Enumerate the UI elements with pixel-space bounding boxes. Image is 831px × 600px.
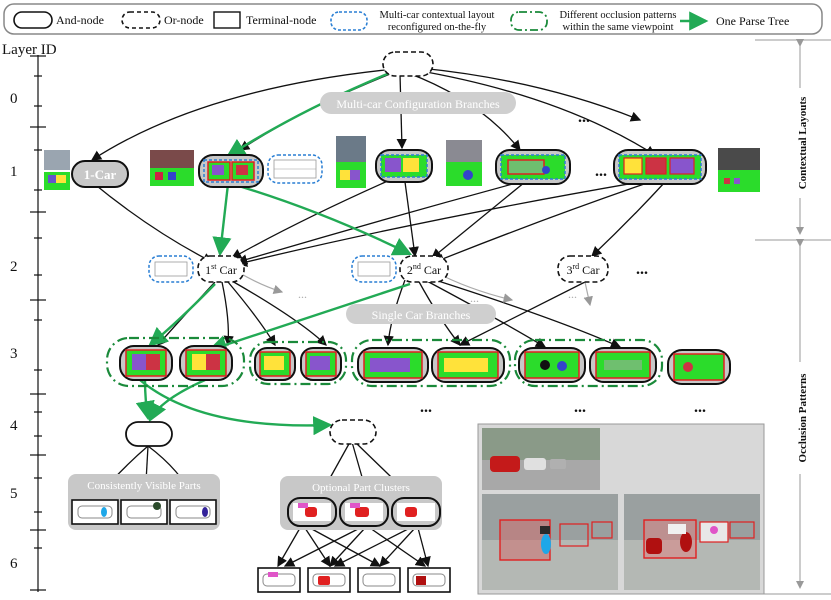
car-photo-thumb bbox=[44, 150, 70, 170]
layer-3-ellipsis-3: ... bbox=[694, 399, 706, 416]
faint-ellipsis-2: ... bbox=[470, 291, 479, 305]
third-car-or-node bbox=[557, 255, 609, 283]
or-node-legend-icon bbox=[121, 11, 161, 29]
car-photo-thumb bbox=[336, 136, 366, 162]
multi-car-legend-icon bbox=[330, 11, 368, 31]
faint-ellipsis-3: ... bbox=[568, 287, 577, 301]
side-brackets: Contextual Layouts Occlusion Patterns bbox=[755, 39, 831, 595]
layer-1-ellipsis: ... bbox=[595, 163, 607, 180]
layer-4-label: 4 bbox=[10, 418, 18, 434]
terminal-node bbox=[407, 567, 451, 593]
legend-multi-car-line1: Multi-car contextual layout bbox=[380, 10, 495, 21]
occlusion-legend-icon bbox=[510, 11, 548, 31]
layer-3-label: 3 bbox=[10, 346, 18, 362]
layer-1-label: 1 bbox=[10, 164, 18, 180]
second-car-or-node bbox=[399, 255, 449, 283]
second-car-label: 2nd Car bbox=[407, 262, 441, 277]
layer-0-ellipsis: ... bbox=[578, 109, 590, 126]
legend-and-node: And-node bbox=[56, 13, 104, 27]
terminal-node bbox=[357, 567, 401, 593]
layer-1-nodes: 1-Car ... . bbox=[44, 109, 760, 192]
legend-multi-car-line2: reconfigured on-the-fly bbox=[388, 22, 487, 33]
layer-2-label: 2 bbox=[10, 259, 18, 275]
visible-part-terminal bbox=[169, 499, 217, 525]
legend-or-node: Or-node bbox=[164, 13, 204, 27]
legend-occlusion-line2: within the same viewpoint bbox=[562, 22, 673, 33]
one-car-node bbox=[71, 160, 129, 188]
layer-axis-title: Layer ID bbox=[2, 42, 57, 58]
layout-sketch bbox=[148, 255, 194, 283]
one-car-label: 1-Car bbox=[84, 167, 117, 182]
legend: And-node Or-node Terminal-node Multi-car… bbox=[3, 3, 823, 35]
single-car-branches-label: Single Car Branches bbox=[372, 308, 471, 322]
visible-parts-label: Consistently Visible Parts bbox=[87, 480, 200, 492]
occlusion-patterns-label: Occlusion Patterns bbox=[797, 373, 809, 463]
visible-part-terminal bbox=[71, 499, 119, 525]
first-car-or-node bbox=[197, 255, 245, 283]
layer-0-label: 0 bbox=[10, 91, 18, 107]
terminal-node bbox=[257, 567, 301, 593]
legend-parse-tree: One Parse Tree bbox=[716, 14, 789, 28]
car-photo-thumb bbox=[718, 148, 760, 170]
layout-sketch bbox=[351, 255, 397, 283]
legend-terminal-node: Terminal-node bbox=[246, 13, 316, 27]
parts-or-node bbox=[329, 419, 377, 445]
multi-car-branches-label: Multi-car Configuration Branches bbox=[336, 97, 500, 111]
layer-6-terminals bbox=[257, 567, 451, 593]
root-or-node bbox=[382, 51, 434, 77]
terminal-node-legend-icon bbox=[213, 11, 241, 29]
first-car-label: 1st Car bbox=[205, 262, 237, 277]
optional-parts-label: Optional Part Clusters bbox=[312, 482, 410, 494]
visible-part-terminal bbox=[120, 499, 168, 525]
car-photo-thumb bbox=[446, 140, 482, 162]
layer-3-nodes: ... ... ... bbox=[105, 336, 731, 416]
branch-labels: Multi-car Configuration Branches Single … bbox=[320, 92, 516, 324]
layer-2-ellipsis: ... bbox=[636, 261, 648, 278]
layer-5-label: 5 bbox=[10, 486, 18, 502]
layer-axis: Layer ID 0 1 2 3 4 5 6 bbox=[2, 42, 57, 592]
car-photo-thumb bbox=[150, 150, 194, 168]
layer-3-ellipsis-2: ... bbox=[574, 399, 586, 416]
contextual-layouts-label: Contextual Layouts bbox=[797, 96, 809, 189]
parse-tree-edges bbox=[135, 70, 413, 436]
parts-and-node bbox=[125, 421, 173, 447]
third-car-label: 3rd Car bbox=[567, 262, 600, 277]
and-node-legend-icon bbox=[13, 11, 53, 29]
legend-occlusion-line1: Different occlusion patterns bbox=[559, 10, 676, 21]
layer-6-label: 6 bbox=[10, 556, 18, 572]
layer-3-ellipsis-1: ... bbox=[420, 399, 432, 416]
example-panel bbox=[477, 423, 765, 595]
faint-ellipsis-1: ... bbox=[298, 287, 307, 301]
layer-2-nodes: 1st Car 2nd Car 3rd Car ... ... ... ... bbox=[148, 255, 648, 305]
layer-5-nodes: Consistently Visible Parts Optional Part… bbox=[68, 474, 442, 530]
